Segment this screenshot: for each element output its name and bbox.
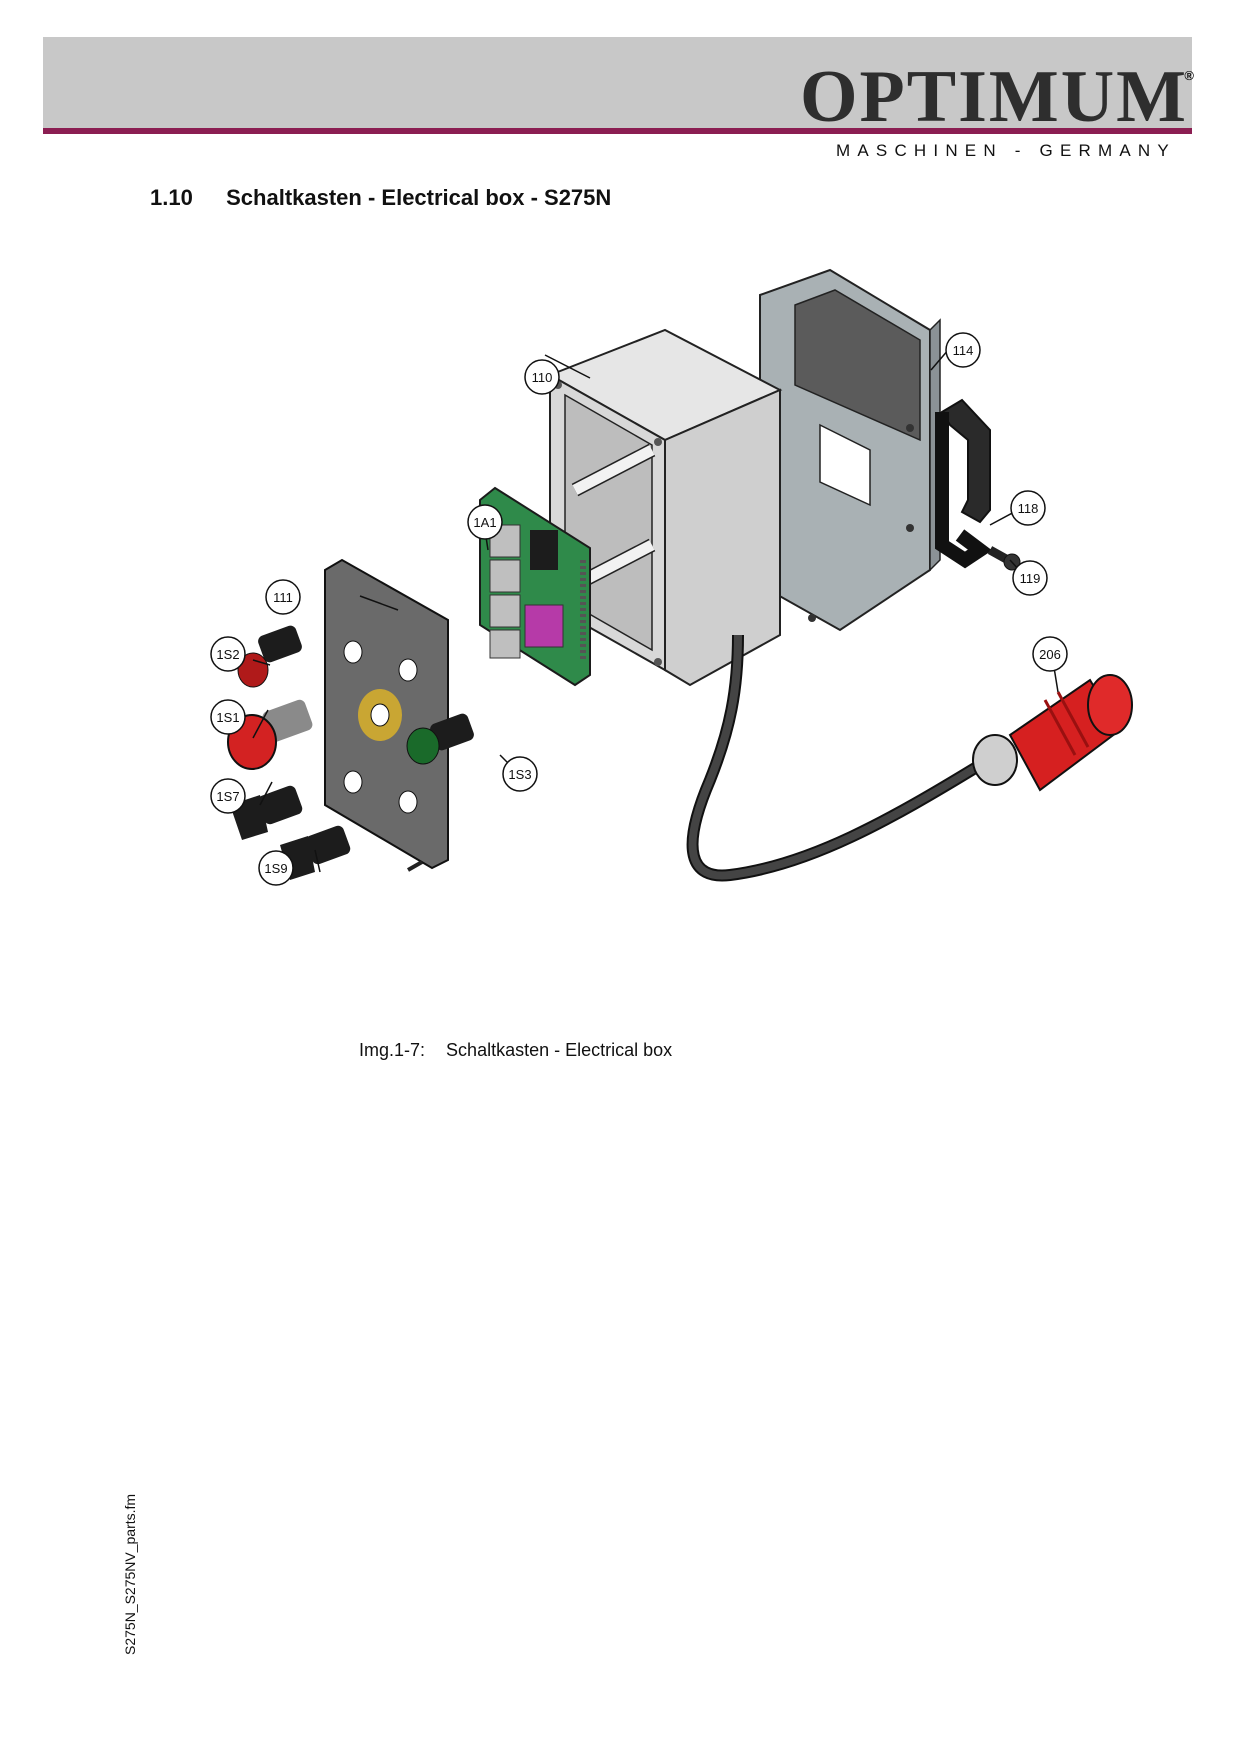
callout-119: 119	[1012, 560, 1048, 596]
callout-1s1: 1S1	[210, 699, 246, 735]
wall-bracket	[759, 268, 941, 632]
section-number: 1.10	[150, 185, 193, 210]
exploded-view-figure: 110 114 118 119 1A1 111 1S2 1S1 1S3 1S7 …	[210, 268, 1133, 886]
section-title: 1.10 Schaltkasten - Electrical box - S27…	[150, 185, 611, 211]
front-panel	[324, 558, 449, 870]
svg-text:110: 110	[532, 370, 553, 385]
svg-text:119: 119	[1020, 571, 1041, 586]
section-title-text: Schaltkasten - Electrical box - S275N	[226, 185, 612, 210]
svg-text:118: 118	[1018, 501, 1039, 516]
header-rule	[43, 128, 1192, 134]
circuit-board	[479, 486, 591, 687]
svg-text:1S9: 1S9	[264, 861, 287, 876]
handle	[935, 398, 993, 569]
svg-text:206: 206	[1039, 647, 1061, 662]
brand-tagline: MASCHINEN - GERMANY	[836, 141, 1176, 160]
svg-text:1S7: 1S7	[216, 789, 239, 804]
svg-text:1A1: 1A1	[473, 515, 496, 530]
callout-118: 118	[1010, 490, 1046, 526]
brand-registered-mark: ®	[1184, 68, 1194, 83]
svg-text:1S3: 1S3	[508, 767, 531, 782]
brand-logo: OPTIMUM ®	[799, 56, 1194, 138]
callout-1s3: 1S3	[502, 756, 538, 792]
callout-110: 110	[524, 359, 560, 395]
callout-1s9: 1S9	[258, 850, 294, 886]
svg-text:114: 114	[953, 343, 974, 358]
callout-1a1: 1A1	[467, 504, 503, 540]
header-band	[43, 37, 1192, 128]
caption-label: Img.1-7:	[359, 1040, 426, 1060]
button-1s2	[237, 625, 302, 688]
callout-1s2: 1S2	[210, 636, 246, 672]
callout-206: 206	[1032, 636, 1068, 672]
svg-text:1S1: 1S1	[216, 710, 239, 725]
selector-1s9	[280, 825, 351, 880]
figure-caption: Img.1-7: Schaltkasten - Electrical box	[359, 1040, 672, 1061]
button-1s3	[406, 713, 474, 765]
callout-1s7: 1S7	[210, 778, 246, 814]
power-cable-plug	[686, 634, 1133, 882]
source-filename: S275N_S275NV_parts.fm	[122, 1493, 138, 1655]
svg-text:1S2: 1S2	[216, 647, 239, 662]
caption-text: Schaltkasten - Electrical box	[446, 1040, 673, 1060]
brand-name: OPTIMUM	[799, 56, 1188, 138]
svg-text:111: 111	[273, 590, 293, 605]
callout-111: 111	[265, 579, 301, 615]
enclosure-box	[547, 328, 783, 687]
callout-114: 114	[945, 332, 981, 368]
panel-screw	[407, 860, 423, 872]
